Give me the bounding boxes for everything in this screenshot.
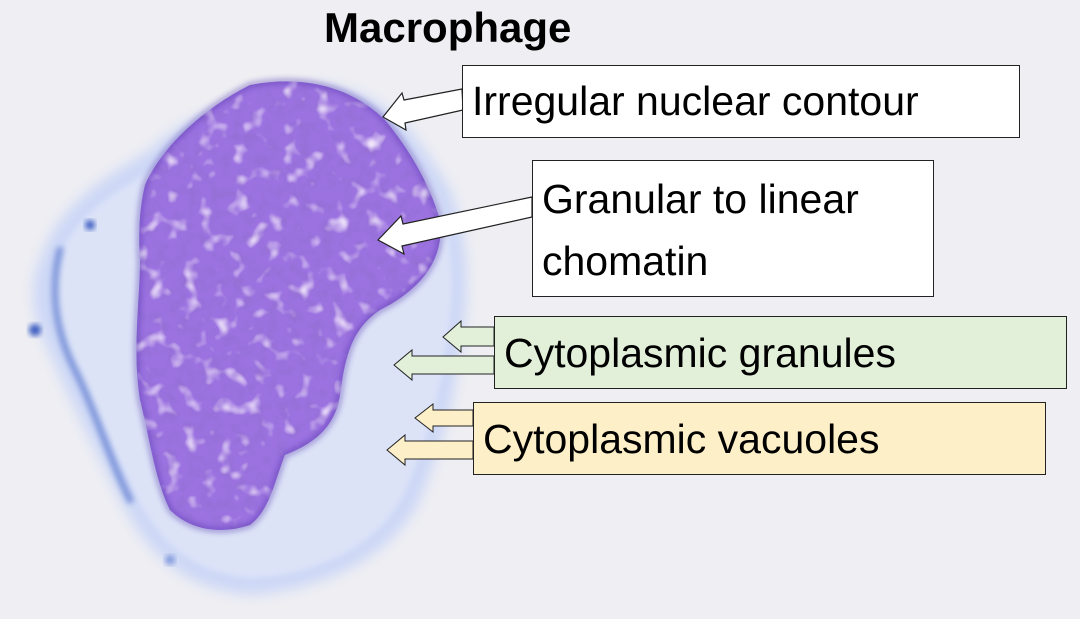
- label-text: Cytoplasmic vacuoles: [483, 416, 880, 462]
- figure-title: Macrophage: [324, 4, 572, 51]
- label-text: Cytoplasmic granules: [504, 330, 896, 376]
- label-text-line1: Granular to linear: [542, 176, 859, 222]
- label-granular-chromatin: Granular to linear chomatin: [532, 160, 934, 297]
- label-text-line2: chomatin: [542, 238, 709, 284]
- label-text: Irregular nuclear contour: [472, 78, 919, 124]
- macrophage-cell-image: [29, 78, 467, 595]
- label-cytoplasmic-vacuoles: Cytoplasmic vacuoles: [473, 402, 1046, 475]
- label-irregular-nuclear-contour: Irregular nuclear contour: [462, 65, 1020, 138]
- nucleus: [133, 78, 444, 533]
- label-cytoplasmic-granules: Cytoplasmic granules: [494, 316, 1067, 389]
